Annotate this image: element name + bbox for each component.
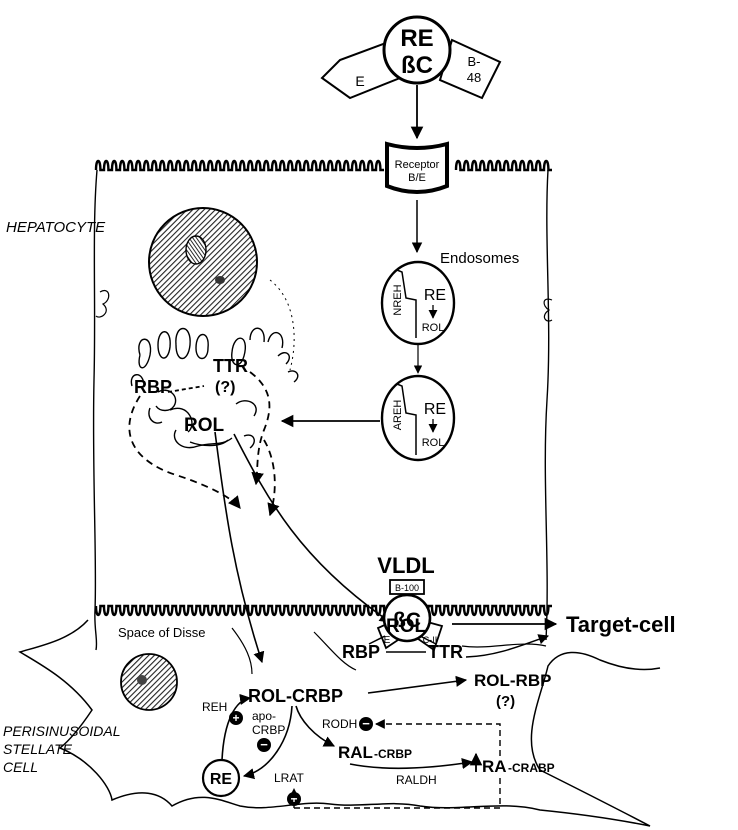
receptor-be: Receptor B/E: [387, 144, 447, 192]
plasma-rbp-label: RBP: [342, 642, 380, 662]
target-cell-label: Target-cell: [566, 612, 676, 637]
stellate-label-1: PERISINUSOIDAL: [3, 723, 120, 739]
ral-crbp-label: -CRBP: [374, 747, 412, 761]
endosomes-label: Endosomes: [440, 250, 519, 267]
endosome1-re: RE: [424, 287, 446, 304]
lrat-minus-sign: −: [260, 737, 268, 752]
nucleolus: [186, 236, 206, 264]
endosome-nreh: NREH RE ROL: [382, 262, 454, 344]
space-of-disse-label: Space of Disse: [118, 625, 205, 640]
arrow-rol-to-stellate: [215, 432, 262, 662]
rol-crbp-label: ROL-CRBP: [248, 686, 343, 706]
remnant-re-label: RE: [400, 25, 433, 52]
endosome2-rol: ROL: [422, 437, 445, 449]
stellate-nucleolus: [137, 675, 147, 685]
endosome-areh: AREH RE ROL: [382, 376, 454, 460]
arrow-ral-to-ra: [350, 762, 472, 768]
receptor-label-1: Receptor: [395, 159, 440, 171]
left-junction: [96, 291, 109, 318]
hepatocyte-apical-microvilli: [96, 161, 552, 170]
apo-crbp-label-1: apo-: [252, 709, 276, 723]
hepatocyte-left-wall: [94, 170, 97, 650]
er-ttr-question: (?): [215, 379, 235, 396]
er-rol-label: ROL: [184, 415, 225, 436]
er-ttr-label: TTR: [213, 356, 248, 376]
apo-b48-label-1: B-: [468, 54, 481, 69]
stellate-label-3: CELL: [3, 759, 38, 775]
reh-label: REH: [202, 700, 227, 714]
hepatocyte-sinusoidal-microvilli: [96, 606, 552, 615]
hepatocyte-right-wall: [545, 170, 548, 640]
stellate-label-2: STELLATE: [3, 741, 73, 757]
rbp-ttr-dashed-link: [168, 386, 204, 392]
dotted-line: [270, 280, 294, 370]
stellate-process-3: [462, 644, 546, 647]
ral-label: RAL: [338, 743, 373, 762]
raldh-label: RALDH: [396, 773, 437, 787]
chromatin-spot: [215, 276, 225, 284]
endosome1-rol: ROL: [422, 322, 445, 334]
apo-b100-label: B-100: [395, 583, 419, 593]
plasma-rol-label: ROL: [386, 616, 427, 637]
apo-e-label: E: [355, 73, 364, 89]
lrat-label: LRAT: [274, 771, 304, 785]
apo-b48-label-2: 48: [467, 70, 481, 85]
reh-plus-sign: +: [232, 711, 239, 725]
ra-label: RA: [482, 757, 507, 776]
rodh-minus-sign: −: [362, 716, 370, 731]
er-rbp-label: RBP: [134, 377, 172, 397]
areh-label: AREH: [392, 400, 404, 431]
rol-rbp-question: (?): [496, 693, 515, 710]
rodh-label: RODH: [322, 717, 357, 731]
ra-crabp-label: -CRABP: [508, 761, 555, 775]
dashed-secretion-arrow-2: [250, 372, 269, 484]
vldl-title: VLDL: [377, 553, 434, 578]
nreh-label: NREH: [392, 284, 404, 315]
stellate-process-1: [232, 628, 252, 674]
rol-rbp-label: ROL-RBP: [474, 671, 551, 690]
arrow-rolcrbp-to-rolrbp: [368, 680, 466, 693]
chylomicron-remnant: RE ßC E B- 48: [322, 17, 500, 98]
re-store-label: RE: [210, 771, 233, 788]
apo-crbp-label-2: CRBP: [252, 723, 285, 737]
hepatocyte-nucleus: [149, 208, 257, 316]
endosome2-re: RE: [424, 401, 446, 418]
receptor-label-2: B/E: [408, 172, 426, 184]
hepatocyte-label: HEPATOCYTE: [6, 219, 106, 236]
plasma-ttr-label: TTR: [428, 642, 463, 662]
remnant-bc-label: ßC: [401, 52, 433, 79]
stellate-nucleus: [121, 654, 177, 710]
